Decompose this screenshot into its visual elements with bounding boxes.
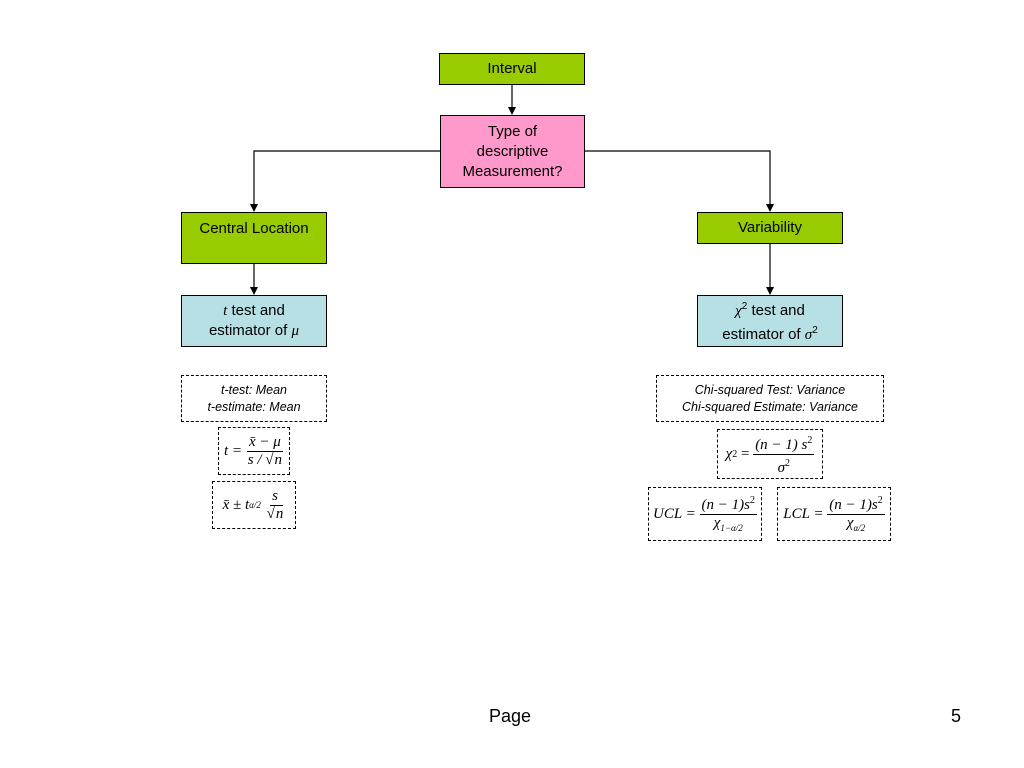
chi-note-line-1: Chi-squared Test: Variance xyxy=(694,382,846,397)
chi-estimator-text: estimator of xyxy=(722,326,801,343)
lcl-num-text: (n − 1)s xyxy=(829,496,878,513)
ucl-den-sub: 1−α/2 xyxy=(720,522,743,533)
type-line-1: Type of xyxy=(487,122,538,140)
type-line-3: Measurement? xyxy=(462,162,563,180)
chi-stat-eq: = xyxy=(740,445,750,462)
lcl-den-sub: α/2 xyxy=(853,522,866,533)
mu-symbol: μ xyxy=(291,323,300,339)
variability-label: Variability xyxy=(738,219,802,236)
t-test-text: test and xyxy=(227,302,285,319)
chi-symbol: χ xyxy=(735,303,742,319)
lcl-formula: LCL = (n − 1)s2 χα/2 xyxy=(777,487,891,541)
arrow-type-to-variability xyxy=(584,150,774,212)
t-note: t-test: Mean t-estimate: Mean xyxy=(181,375,327,422)
sigma-symbol: σ xyxy=(804,327,813,343)
page-label: Page xyxy=(489,706,532,726)
chi-stat-den-text: σ xyxy=(777,459,785,476)
chi-test-line: χ2 test and xyxy=(735,297,805,321)
chi-square-test-node: χ2 test and estimator of σ2 xyxy=(697,295,843,347)
t-int-lhs: x̄ ± t xyxy=(222,496,250,513)
ucl-denominator: χ1−α/2 xyxy=(712,515,745,537)
type-of-measurement-node: Type of descriptive Measurement? xyxy=(440,115,585,188)
ucl-num-exp: 2 xyxy=(749,494,755,506)
lcl-denominator: χα/2 xyxy=(845,515,867,537)
t-symbol: t xyxy=(223,303,228,319)
ucl-num-text: (n − 1)s xyxy=(701,496,750,513)
interval-node: Interval xyxy=(439,53,585,85)
t-stat-den-s: s / xyxy=(247,451,262,468)
sigma-squared-exp: 2 xyxy=(812,325,818,336)
ucl-numerator: (n − 1)s2 xyxy=(699,492,757,515)
t-test-line: t test and xyxy=(223,301,285,321)
t-int-denominator: √n xyxy=(266,504,284,522)
t-stat-lhs: t = xyxy=(223,442,243,459)
t-int-fraction: s √n xyxy=(265,488,286,523)
chi-squared-exp: 2 xyxy=(741,301,748,312)
t-statistic-formula: t = x̄ − μ s / √n xyxy=(218,427,290,475)
lcl-den-sym: χ xyxy=(846,514,854,531)
chi-stat-num-text: (n − 1) s xyxy=(755,436,808,453)
chi-estimator-line: estimator of σ2 xyxy=(722,321,818,345)
chi-test-text: test and xyxy=(747,302,805,319)
chi-stat-num-exp: 2 xyxy=(807,434,813,446)
ucl-formula: UCL = (n − 1)s2 χ1−α/2 xyxy=(648,487,762,541)
t-estimator-line: estimator of μ xyxy=(209,321,299,341)
central-location-node: Central Location xyxy=(181,212,327,264)
t-stat-denominator: s / √n xyxy=(247,450,283,468)
page-number: 5 xyxy=(951,706,962,726)
ucl-lhs: UCL = xyxy=(653,505,696,522)
lcl-lhs: LCL = xyxy=(783,505,824,522)
arrow-type-to-central xyxy=(250,150,440,212)
ucl-fraction: (n − 1)s2 χ1−α/2 xyxy=(699,492,757,537)
chi-stat-denominator: σ2 xyxy=(776,455,792,477)
chi-note: Chi-squared Test: Variance Chi-squared E… xyxy=(656,375,884,422)
t-test-node: t test and estimator of μ xyxy=(181,295,327,347)
chi-stat-fraction: (n − 1) s2 σ2 xyxy=(753,432,815,477)
lcl-numerator: (n − 1)s2 xyxy=(827,492,885,515)
t-stat-den-n: n xyxy=(273,450,283,468)
t-int-den-n: n xyxy=(274,504,284,522)
interval-label: Interval xyxy=(487,60,537,77)
t-int-sub: α/2 xyxy=(249,500,261,510)
t-note-line-1: t-test: Mean xyxy=(221,382,287,397)
chi-note-line-2: Chi-squared Estimate: Variance xyxy=(681,399,858,414)
t-note-line-2: t-estimate: Mean xyxy=(207,399,301,414)
t-stat-fraction: x̄ − μ s / √n xyxy=(246,434,284,469)
chi-stat-exp: 2 xyxy=(732,448,738,460)
t-estimator-text: estimator of xyxy=(208,322,288,339)
type-line-2: descriptive xyxy=(476,142,549,160)
variability-node: Variability xyxy=(697,212,843,244)
central-location-label: Central Location xyxy=(199,220,309,237)
chi-stat-den-exp: 2 xyxy=(784,457,790,469)
t-stat-numerator: x̄ − μ xyxy=(246,433,283,452)
lcl-num-exp: 2 xyxy=(877,494,883,506)
chi-stat-lhs: χ xyxy=(725,445,733,462)
ucl-den-sym: χ xyxy=(713,514,721,531)
t-int-numerator: s xyxy=(270,487,280,506)
chi-stat-numerator: (n − 1) s2 xyxy=(753,432,815,455)
lcl-fraction: (n − 1)s2 χα/2 xyxy=(827,492,885,537)
